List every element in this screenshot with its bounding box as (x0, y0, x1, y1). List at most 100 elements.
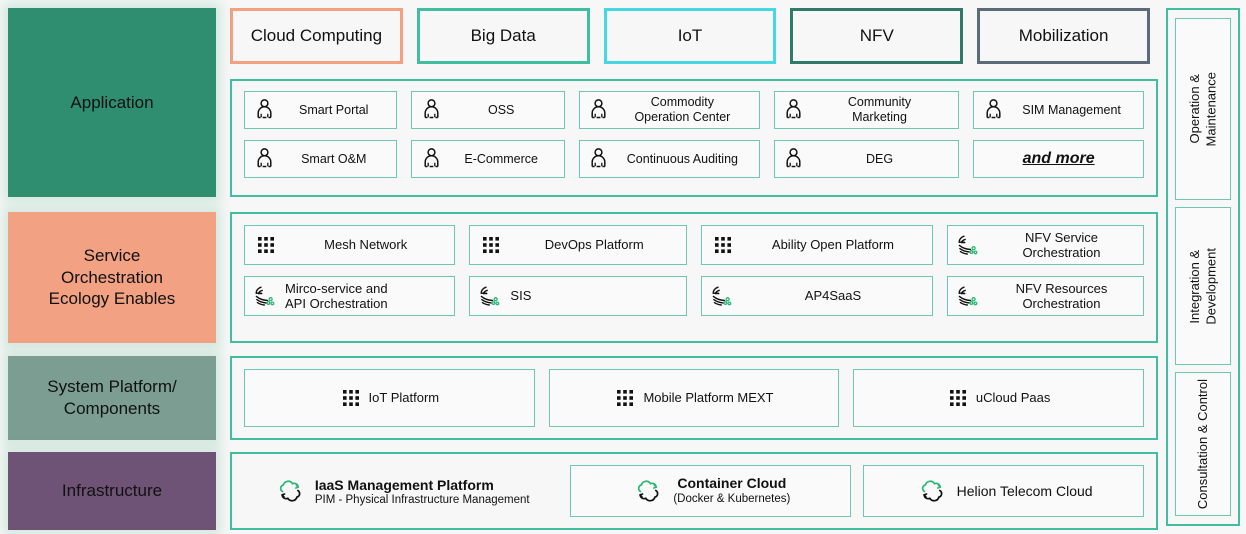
layer-label-service-orchestration: Service Orchestration Ecology Enables (8, 212, 216, 343)
app-card-commodity-operation-center[interactable]: Commodity Operation Center (578, 91, 760, 129)
app-card-e-commerce[interactable]: E-Commerce (411, 140, 565, 178)
app-card-deg[interactable]: DEG (773, 140, 960, 178)
rail-item-label: Integration & Development (1186, 247, 1218, 325)
layer-label-application: Application (8, 8, 216, 197)
grid-dots-icon (478, 235, 504, 255)
swoosh-icon (253, 285, 279, 307)
grid-dots-icon (340, 388, 362, 408)
layer-body-application: Smart Portal OSS Commodity Operation Cen… (230, 79, 1158, 197)
app-card-and-more[interactable]: and more (973, 140, 1144, 178)
rail-item-label: Consultation & Control (1194, 378, 1210, 510)
cloud-sync-icon (915, 479, 949, 503)
swoosh-icon (956, 234, 982, 256)
svc-card-nfv-resources-orchestration[interactable]: NFV Resources Orchestration (946, 276, 1144, 316)
infra-card-iaas-management-platform[interactable]: IaaS Management Platform PIM - Physical … (244, 465, 558, 517)
layer-body-service-orchestration: Mesh Network DevOps Platform Ability Ope… (230, 212, 1158, 343)
grid-dots-icon (614, 388, 636, 408)
system-item-grid: IoT Platform Mobile Platform MEXT uCloud… (244, 369, 1144, 427)
app-card-oss[interactable]: OSS (411, 91, 565, 129)
app-card-label: E-Commerce (464, 151, 538, 166)
svc-card-mesh-network[interactable]: Mesh Network (244, 225, 456, 265)
tab-iot[interactable]: IoT (603, 8, 777, 64)
person-icon (982, 99, 1004, 121)
layer-label-infrastructure: Infrastructure (8, 452, 216, 530)
infra-card-text: Container Cloud (Docker & Kubernetes) (673, 475, 790, 506)
rail-item-consultation-control[interactable]: Consultation & Control (1175, 372, 1231, 516)
tab-mobilization[interactable]: Mobilization (977, 8, 1150, 64)
rail-item-integration-development[interactable]: Integration & Development (1175, 207, 1231, 365)
swoosh-icon (956, 285, 982, 307)
svc-card-devops-platform[interactable]: DevOps Platform (469, 225, 687, 265)
app-card-community-marketing[interactable]: Community Marketing (773, 91, 960, 129)
svc-card-label: AP4SaaS (804, 288, 862, 304)
sys-card-label: IoT Platform (368, 390, 440, 406)
swoosh-icon (478, 285, 504, 307)
sys-card-label: Mobile Platform MEXT (643, 390, 774, 406)
infra-card-label: Helion Telecom Cloud (956, 482, 1093, 499)
service-item-grid: Mesh Network DevOps Platform Ability Ope… (244, 225, 1144, 330)
app-card-sim-management[interactable]: SIM Management (973, 91, 1144, 129)
svc-card-ap4saas[interactable]: AP4SaaS (701, 276, 933, 316)
infrastructure-item-grid: IaaS Management Platform PIM - Physical … (244, 465, 1144, 517)
app-card-label: DEG (865, 151, 894, 166)
person-icon (253, 99, 275, 121)
layer-label-system-platform: System Platform/ Components (8, 356, 216, 440)
person-icon (588, 148, 610, 170)
infra-card-helion-telecom-cloud[interactable]: Helion Telecom Cloud (863, 465, 1144, 517)
person-icon (783, 148, 805, 170)
svc-card-nfv-service-orchestration[interactable]: NFV Service Orchestration (946, 225, 1144, 265)
app-card-label: Community Marketing (847, 95, 912, 124)
layer-body-system-platform: IoT Platform Mobile Platform MEXT uCloud… (230, 356, 1158, 440)
tab-nfv[interactable]: NFV (790, 8, 964, 64)
swoosh-icon (710, 285, 736, 307)
tab-label: IoT (677, 26, 703, 45)
category-tab-bar: Cloud Computing Big Data IoT NFV Mobiliz… (230, 8, 1150, 64)
svc-card-sis[interactable]: SIS (469, 276, 687, 316)
app-card-smart-om[interactable]: Smart O&M (244, 140, 398, 178)
cross-cutting-rail: Operation & Maintenance Integration & De… (1166, 8, 1240, 526)
cloud-sync-icon (273, 479, 307, 503)
rail-item-label: Operation & Maintenance (1186, 71, 1218, 147)
person-icon (783, 99, 805, 121)
app-card-label: Commodity Operation Center (634, 95, 731, 124)
svc-card-label: Mirco-service and API Orchestration (285, 280, 388, 311)
tab-label: Big Data (470, 26, 536, 45)
grid-dots-icon (710, 235, 736, 255)
layer-system-platform: System Platform/ Components IoT Platform… (8, 356, 1158, 440)
svc-card-microservice-api-orchestration[interactable]: Mirco-service and API Orchestration (244, 276, 456, 316)
sys-card-ucloud-paas[interactable]: uCloud Paas (853, 369, 1144, 427)
grid-dots-icon (253, 235, 279, 255)
grid-dots-icon (947, 388, 969, 408)
layer-body-infrastructure: IaaS Management Platform PIM - Physical … (230, 452, 1158, 530)
infra-card-container-cloud[interactable]: Container Cloud (Docker & Kubernetes) (570, 465, 852, 517)
tab-label: Cloud Computing (250, 26, 383, 45)
app-card-continuous-auditing[interactable]: Continuous Auditing (578, 140, 760, 178)
sys-card-iot-platform[interactable]: IoT Platform (244, 369, 535, 427)
app-card-smart-portal[interactable]: Smart Portal (244, 91, 398, 129)
cloud-sync-icon (631, 479, 665, 503)
app-card-label: Continuous Auditing (626, 151, 738, 166)
rail-item-operation-maintenance[interactable]: Operation & Maintenance (1175, 18, 1231, 200)
svc-card-label: NFV Service Orchestration (1022, 229, 1101, 260)
person-icon (253, 148, 275, 170)
layer-infrastructure: Infrastructure IaaS Management Platform … (8, 452, 1158, 530)
tab-cloud-computing[interactable]: Cloud Computing (230, 8, 403, 64)
sys-card-mobile-platform-mext[interactable]: Mobile Platform MEXT (548, 369, 840, 427)
svc-card-label: NFV Resources Orchestration (1015, 280, 1108, 311)
infra-card-label: Container Cloud (677, 475, 787, 492)
tab-big-data[interactable]: Big Data (416, 8, 590, 64)
app-card-label: OSS (487, 102, 515, 117)
app-card-label: and more (1022, 149, 1095, 167)
infra-card-sublabel: PIM - Physical Infrastructure Management (314, 493, 530, 506)
svc-card-label: Ability Open Platform (771, 237, 895, 253)
svc-card-ability-open-platform[interactable]: Ability Open Platform (701, 225, 933, 265)
svc-card-label: SIS (510, 288, 532, 304)
sys-card-label: uCloud Paas (975, 390, 1051, 406)
application-item-grid: Smart Portal OSS Commodity Operation Cen… (244, 91, 1144, 185)
app-card-label: Smart Portal (298, 102, 369, 117)
infra-card-label: IaaS Management Platform (314, 476, 494, 493)
tab-label: NFV (859, 26, 894, 45)
svc-card-label: DevOps Platform (544, 237, 644, 253)
svc-card-label: Mesh Network (324, 237, 408, 253)
